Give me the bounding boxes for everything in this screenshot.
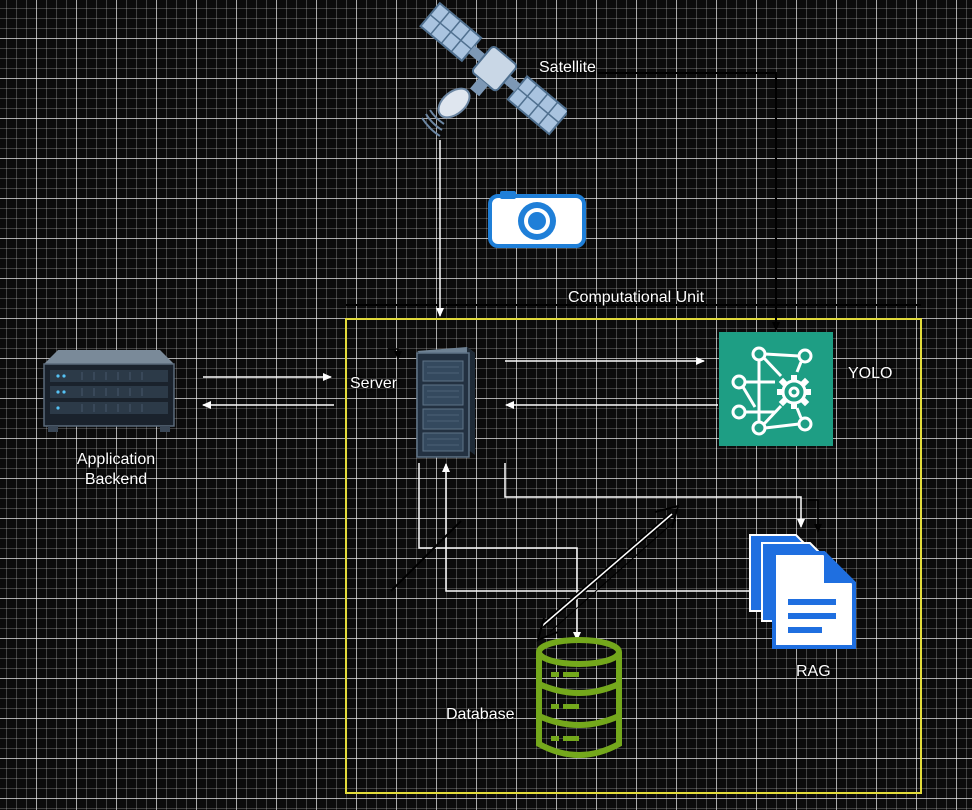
yolo-label: YOLO	[848, 365, 893, 382]
server-to-rag-arrow-shadow	[808, 499, 822, 533]
satellite-label: Satellite	[539, 59, 596, 76]
server-rack-icon	[413, 345, 478, 463]
database-icon	[535, 636, 623, 762]
database-to-rag-double-arrow[interactable]	[536, 504, 680, 642]
satellite-to-yolo-arrow[interactable]	[598, 72, 780, 331]
server-to-rag-arrow[interactable]	[504, 463, 805, 528]
server-pointer-arrow	[388, 348, 402, 360]
application-backend-label-line1: Application	[76, 451, 156, 468]
computational-unit-label: Computational Unit	[568, 289, 705, 306]
diagonal-connector	[390, 520, 462, 592]
database-label: Database	[446, 706, 515, 723]
application-backend-label: Application Backend	[60, 450, 172, 490]
rack-server-icon	[42, 344, 176, 434]
computational-unit-container[interactable]	[345, 318, 922, 794]
rag-label: RAG	[796, 663, 831, 680]
rag-to-server-arrow[interactable]	[442, 463, 750, 592]
documents-icon	[748, 533, 856, 649]
satellite-icon	[412, 0, 570, 148]
application-backend-label-line2: Backend	[84, 471, 148, 488]
camera-icon	[488, 188, 586, 248]
server-label: Server	[350, 375, 398, 392]
neural-network-gear-icon	[719, 332, 833, 446]
